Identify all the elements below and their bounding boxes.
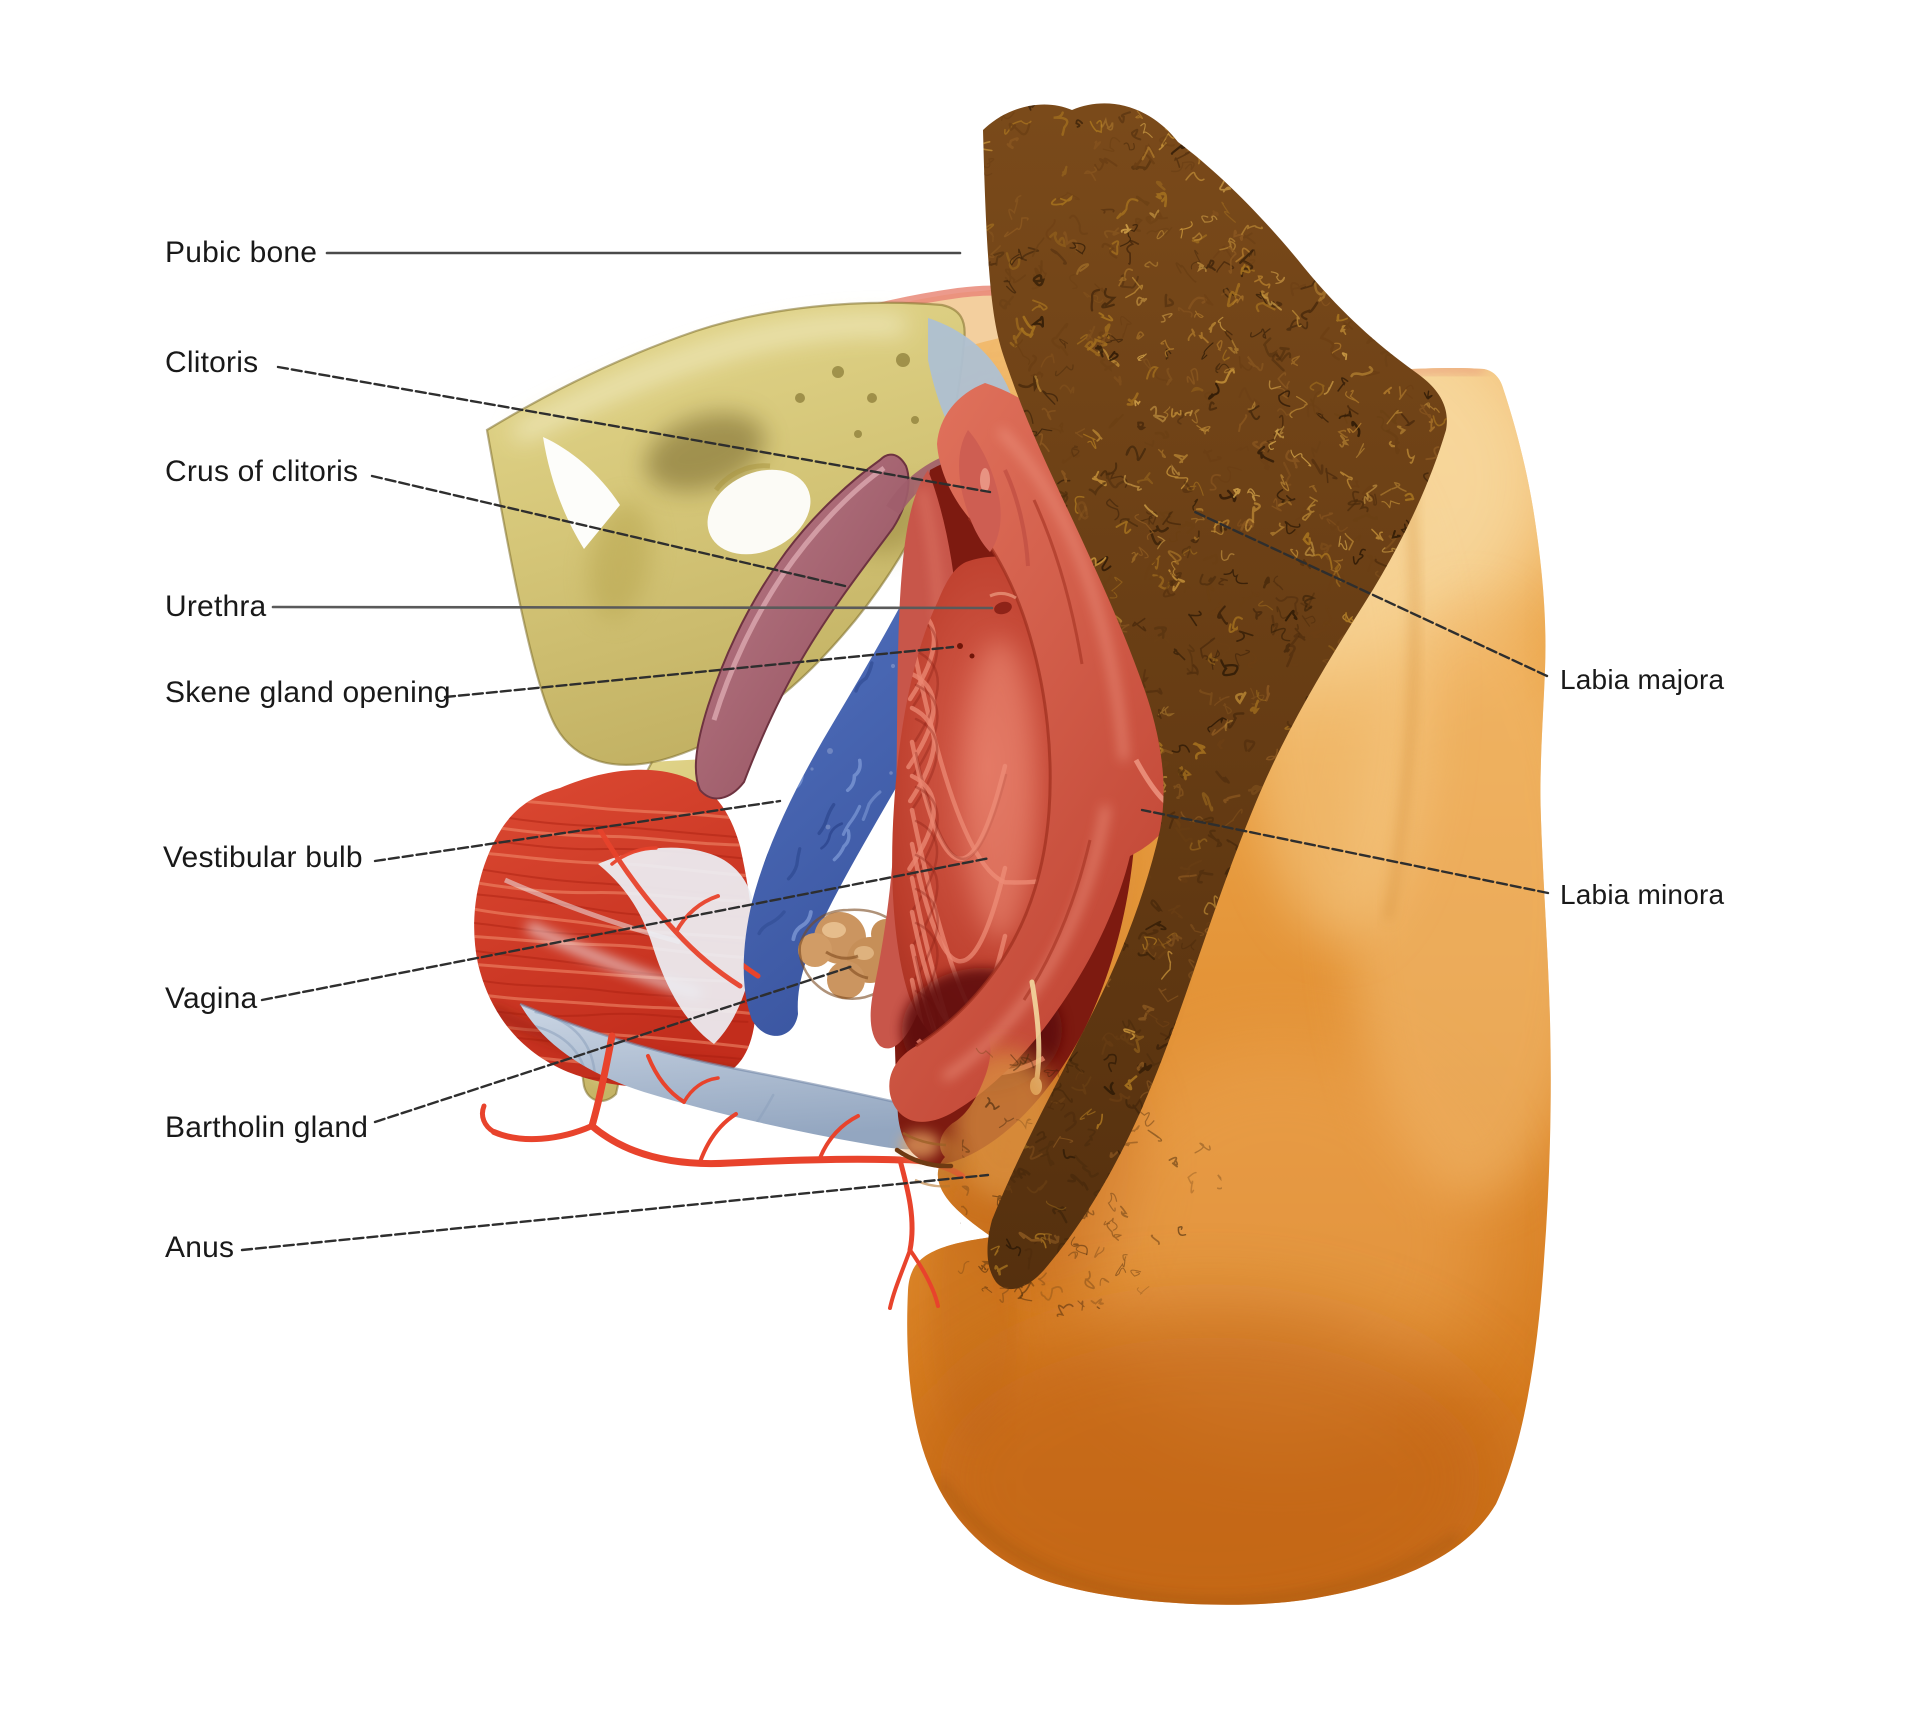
- leader-labia-majora: [1193, 510, 1549, 678]
- label-vagina: Vagina: [165, 982, 258, 1015]
- label-skene-gland-opening: Skene gland opening: [165, 676, 451, 709]
- skene-gland-opening-dots: [957, 643, 975, 659]
- dissection-arteries-upper: [597, 827, 743, 989]
- label-crus-of-clitoris: Crus of clitoris: [165, 455, 359, 488]
- clitoral-glans: [959, 430, 1001, 552]
- leader-urethra: [271, 605, 994, 610]
- label-pubic-bone: Pubic bone: [165, 236, 318, 269]
- label-anus: Anus: [165, 1231, 235, 1264]
- leader-crus-of-clitoris: [370, 474, 847, 588]
- bone-pores: [795, 353, 919, 438]
- leader-bartholin-gland: [373, 964, 855, 1124]
- leader-lines: [240, 251, 1550, 1252]
- vaginal-ridges: [906, 603, 1096, 1057]
- leader-anus: [240, 1173, 990, 1252]
- label-labia-majora: Labia majora: [1560, 664, 1725, 695]
- leader-vagina: [260, 856, 992, 1002]
- leader-labia-minora: [1140, 808, 1550, 895]
- fascia-band: [519, 1002, 954, 1150]
- label-labia-minora: Labia minora: [1560, 879, 1725, 910]
- label-vestibular-bulb: Vestibular bulb: [163, 841, 363, 874]
- leader-clitoris: [276, 365, 992, 494]
- label-urethra: Urethra: [165, 590, 267, 623]
- urethral-opening: [989, 591, 1017, 615]
- label-clitoris: Clitoris: [165, 346, 259, 379]
- leader-skene-gland-opening: [443, 645, 955, 699]
- leader-vestibular-bulb: [373, 799, 782, 863]
- label-bartholin-gland: Bartholin gland: [165, 1111, 369, 1144]
